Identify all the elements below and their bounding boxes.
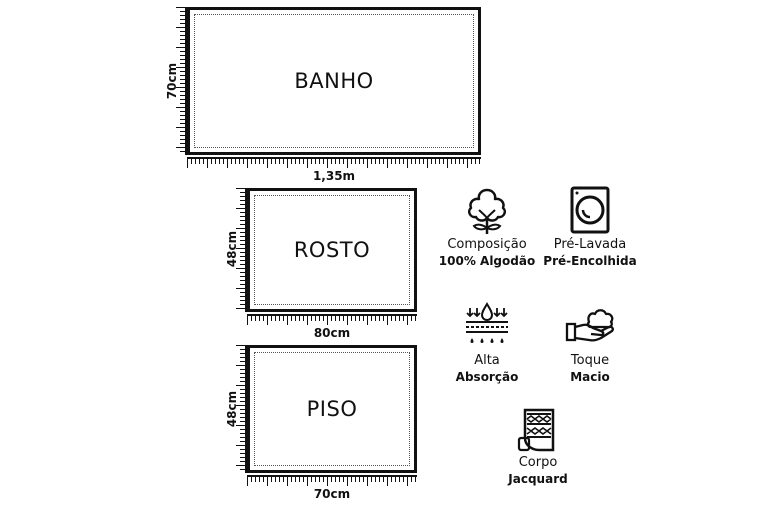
water-absorption-icon [466, 302, 508, 343]
feature-composicao-line2: 100% Algodão [438, 254, 536, 268]
towel-rosto-label: ROSTO [293, 238, 371, 262]
feature-corpo: Corpo Jacquard [483, 402, 593, 488]
feature-toque-line2: Macio [570, 370, 610, 384]
towel-piso-label: PISO [306, 397, 358, 421]
feature-toque-line1: Toque [570, 353, 610, 368]
towel-rosto: ROSTO [247, 188, 417, 312]
hand-cloud-icon [565, 309, 614, 342]
dim-rosto-height: 48cm [225, 230, 239, 268]
ruler-rosto-height [235, 188, 247, 312]
towel-piso: PISO [247, 345, 417, 473]
feature-pre-lavada-line2: Pré-Encolhida [543, 254, 637, 268]
washing-machine-icon [570, 186, 610, 234]
jacquard-towel-icon [517, 408, 555, 452]
towel-banho: BANHO [187, 7, 481, 155]
cotton-flower-icon [467, 188, 507, 234]
feature-pre-lavada: Pré-Lavada Pré-Encolhida [535, 184, 645, 270]
dim-piso-width: 70cm [313, 487, 351, 501]
feature-absorcao-line1: Alta [474, 353, 500, 368]
ruler-piso-width [247, 475, 417, 487]
feature-composicao: Composição 100% Algodão [432, 184, 542, 270]
ruler-rosto-width [247, 314, 417, 326]
dim-banho-width: 1,35m [312, 169, 356, 183]
feature-absorcao: Alta Absorção [432, 300, 542, 386]
dim-piso-height: 48cm [225, 390, 239, 428]
dim-rosto-width: 80cm [313, 326, 351, 340]
ruler-banho-height [175, 7, 187, 155]
ruler-piso-height [235, 345, 247, 473]
ruler-banho-width [187, 157, 481, 169]
feature-corpo-line2: Jacquard [508, 472, 568, 486]
feature-composicao-line1: Composição [447, 237, 527, 252]
feature-toque: Toque Macio [535, 300, 645, 386]
feature-absorcao-line2: Absorção [455, 370, 519, 384]
dim-banho-height: 70cm [165, 62, 179, 100]
feature-pre-lavada-line1: Pré-Lavada [553, 237, 627, 252]
feature-corpo-line1: Corpo [518, 455, 558, 470]
towel-banho-label: BANHO [294, 69, 374, 93]
